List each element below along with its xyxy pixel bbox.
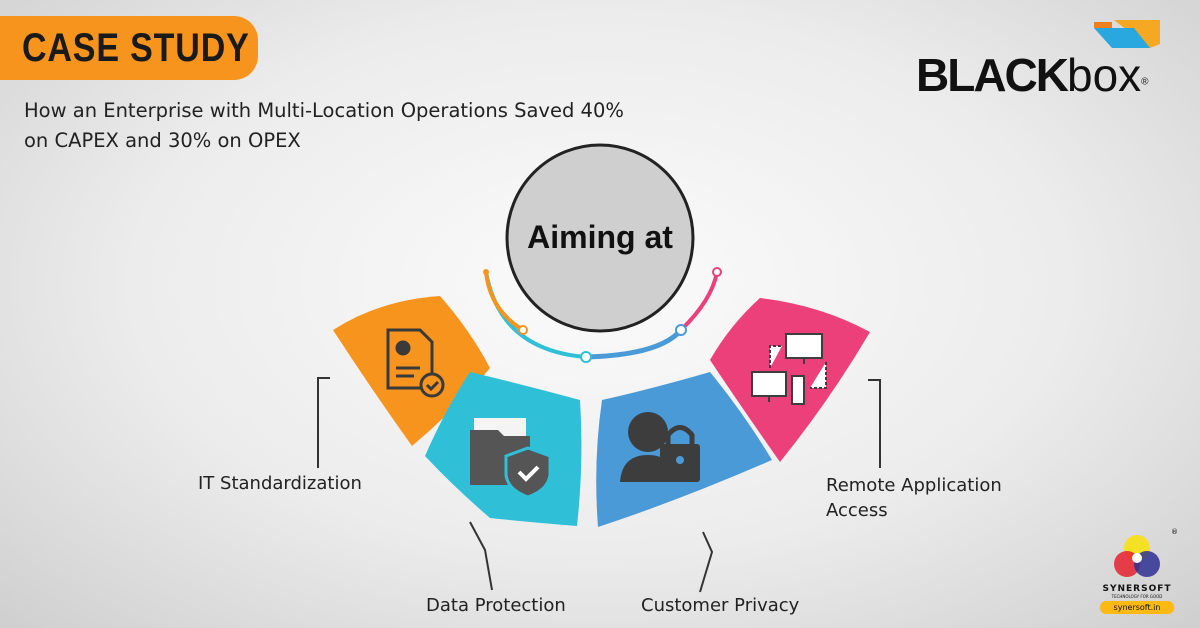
partner-name: SYNERSOFT [1102, 584, 1172, 594]
certificate-icon [386, 328, 445, 398]
label-data-protection: Data Protection [426, 595, 566, 616]
logo-light: box [1066, 49, 1142, 101]
logo-bold: BLACK [916, 49, 1069, 101]
synersoft-circles-icon [1114, 535, 1160, 577]
folder-shield-icon [470, 418, 552, 499]
petal-remote-access [710, 298, 870, 462]
arc-node [712, 267, 722, 277]
arc-node [483, 269, 489, 275]
logo-registered: ® [1141, 76, 1149, 88]
connector-data [469, 521, 493, 591]
badge-text: CASE STUDY [22, 25, 250, 70]
folder-logo-icon [1094, 20, 1160, 48]
user-lock-icon [620, 412, 700, 482]
partner-url: synersoft.in [1100, 601, 1174, 614]
label-customer-privacy: Customer Privacy [641, 595, 800, 616]
arc-orange [484, 271, 525, 332]
arc-pink [679, 271, 719, 332]
connector-it [317, 377, 330, 468]
synersoft-logo: ® SYNERSOFT TECHNOLOGY FOR GOOD synersof… [1100, 528, 1178, 614]
center-title: Aiming at [527, 219, 673, 255]
partner-tagline: TECHNOLOGY FOR GOOD [1111, 594, 1163, 599]
arc-node [580, 351, 592, 363]
remote-computers-icon [751, 333, 827, 405]
case-study-badge: CASE STUDY [0, 16, 258, 80]
center-circle [505, 143, 695, 333]
label-remote-access: Remote Application Access [826, 475, 1002, 521]
arc-blue [585, 328, 683, 360]
arc-node [675, 324, 687, 336]
arc-node [518, 325, 528, 335]
connector-privacy [699, 531, 714, 593]
connector-remote [868, 379, 881, 468]
partner-registered: ® [1171, 528, 1178, 536]
subtitle: How an Enterprise with Multi-Location Op… [24, 99, 624, 152]
label-it-standardization: IT Standardization [198, 473, 362, 494]
blackbox-logo: BLACKbox® [916, 20, 1160, 102]
